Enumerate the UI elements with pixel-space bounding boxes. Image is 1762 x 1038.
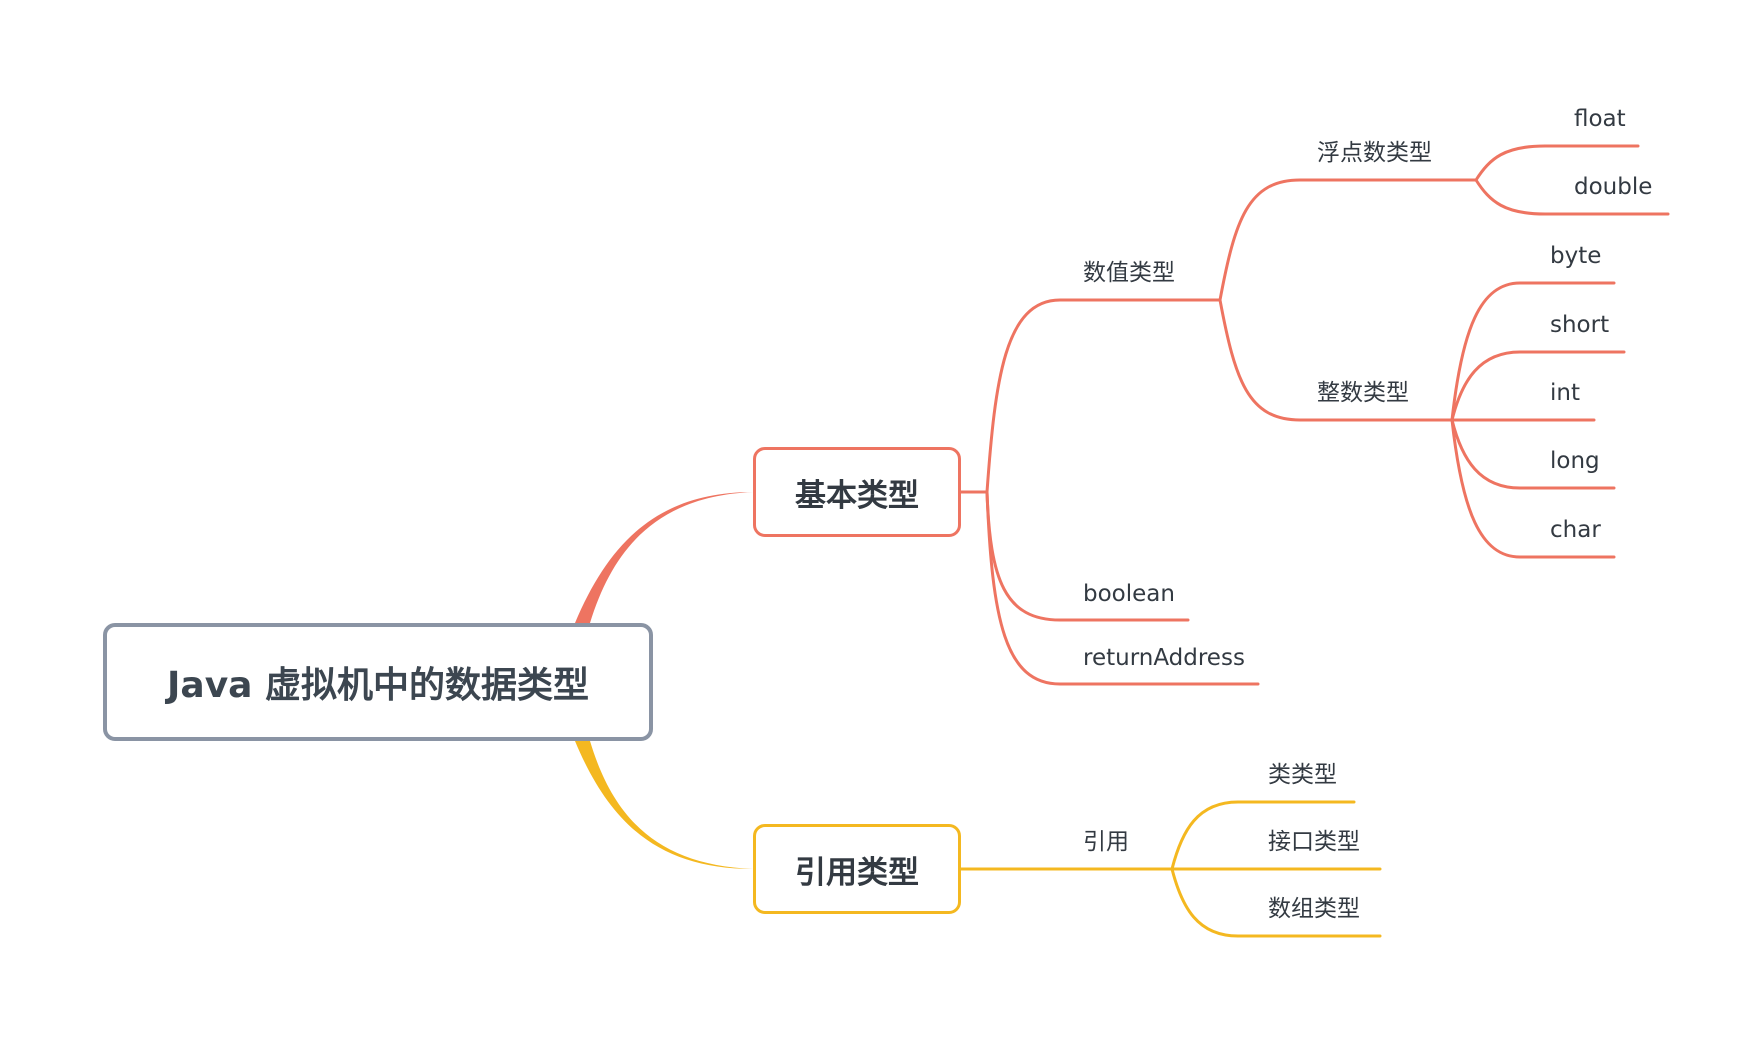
- boolean-node[interactable]: boolean: [1083, 581, 1175, 607]
- array-type-node[interactable]: 数组类型: [1268, 896, 1360, 922]
- root-node-label: Java 虚拟机中的数据类型: [167, 665, 589, 706]
- numeric-types-node[interactable]: 数值类型: [1083, 260, 1175, 286]
- byte-node[interactable]: byte: [1550, 243, 1602, 269]
- connector-basic-numeric: [985, 298, 1222, 494]
- integer-types-node[interactable]: 整数类型: [1317, 380, 1409, 406]
- connector-integer-byte: [1450, 281, 1616, 422]
- connector-float-float: [1474, 144, 1640, 182]
- connector-integer-char: [1450, 418, 1616, 559]
- connector-numeric-integer: [1218, 298, 1454, 422]
- float-node[interactable]: float: [1574, 106, 1626, 132]
- reference-types-node[interactable]: 引用类型: [753, 824, 961, 914]
- char-node[interactable]: char: [1550, 517, 1601, 543]
- connector-integer-short: [1450, 350, 1626, 422]
- connector-ref-array: [1170, 867, 1382, 938]
- connector-ref-class: [1170, 800, 1356, 871]
- connector-numeric-float: [1218, 178, 1478, 302]
- connector-root-basic: [575, 492, 753, 623]
- reference-types-label: 引用类型: [795, 854, 919, 891]
- float-types-node[interactable]: 浮点数类型: [1317, 140, 1432, 166]
- basic-types-node[interactable]: 基本类型: [753, 447, 961, 537]
- short-node[interactable]: short: [1550, 312, 1610, 338]
- connector-integer-long: [1450, 418, 1616, 490]
- return-address-node[interactable]: returnAddress: [1083, 645, 1245, 671]
- double-node[interactable]: double: [1574, 174, 1653, 200]
- interface-type-node[interactable]: 接口类型: [1268, 829, 1360, 855]
- connector-root-reference: [575, 741, 753, 869]
- long-node[interactable]: long: [1550, 448, 1600, 474]
- int-node[interactable]: int: [1550, 380, 1580, 406]
- basic-types-label: 基本类型: [795, 477, 919, 514]
- connector-basic-returnaddress: [985, 490, 1260, 686]
- ref-node[interactable]: 引用: [1083, 829, 1129, 855]
- connector-float-double: [1474, 178, 1670, 216]
- root-node[interactable]: Java 虚拟机中的数据类型: [103, 623, 653, 741]
- class-type-node[interactable]: 类类型: [1268, 762, 1337, 788]
